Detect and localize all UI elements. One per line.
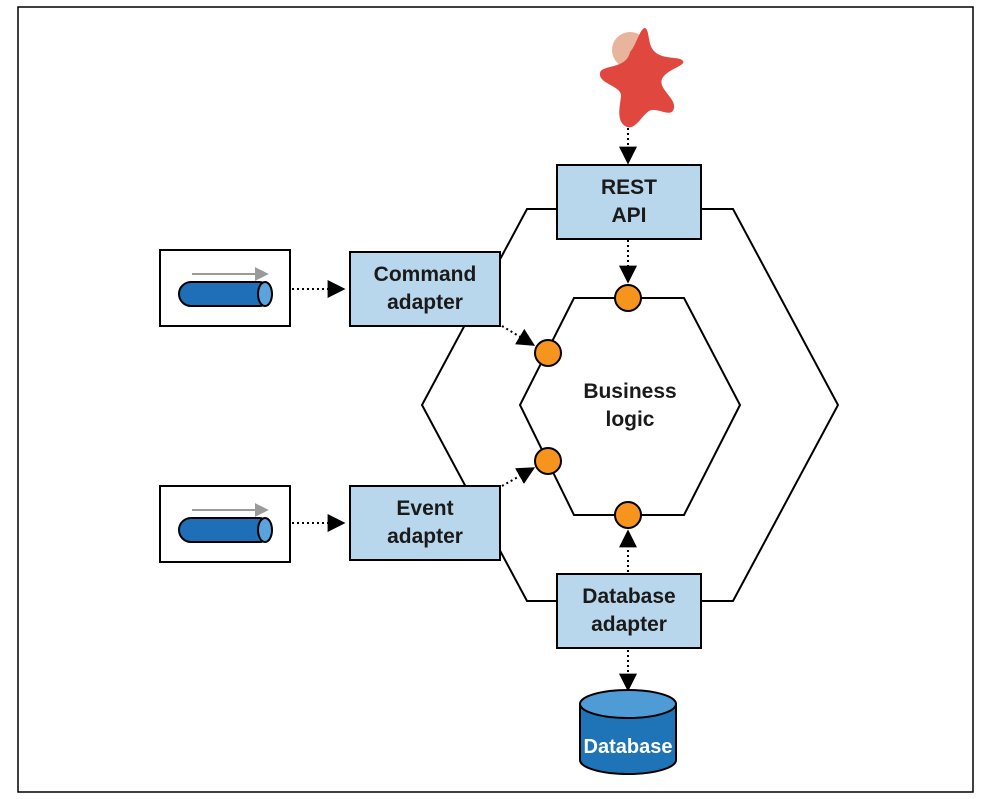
business-logic-label-line2: logic [605,408,654,431]
port-top [614,284,642,312]
figure-frame [17,6,974,793]
port-bottom [614,501,642,529]
port-left-upper [534,339,562,367]
inner-hexagon [518,297,742,516]
command-adapter-box: Command adapter [349,251,501,327]
port-left-lower [534,447,562,475]
database-label: Database [584,736,673,758]
event-adapter-label-line1: Event [396,497,453,520]
rest-api-label-line2: API [611,204,646,227]
database-adapter-label-line2: adapter [591,613,667,636]
command-adapter-to-port-arrow [501,325,536,346]
outer-hexagon [420,208,840,602]
database-cylinder-icon: Database [579,689,677,775]
rest-api-label-line1: REST [601,176,657,199]
rest-api-box: REST API [556,164,702,240]
event-adapter-box: Event adapter [349,485,501,561]
business-logic-label-line1: Business [583,380,676,403]
command-adapter-label-line1: Command [374,263,477,286]
event-adapter-to-port-arrow [501,467,536,487]
event-message-channel-icon [159,485,291,563]
user-actor-icon [599,28,684,128]
database-adapter-label-line1: Database [582,585,675,608]
database-adapter-box: Database adapter [556,573,702,649]
command-adapter-label-line2: adapter [387,291,463,314]
command-message-channel-icon [159,249,291,327]
event-adapter-label-line2: adapter [387,525,463,548]
